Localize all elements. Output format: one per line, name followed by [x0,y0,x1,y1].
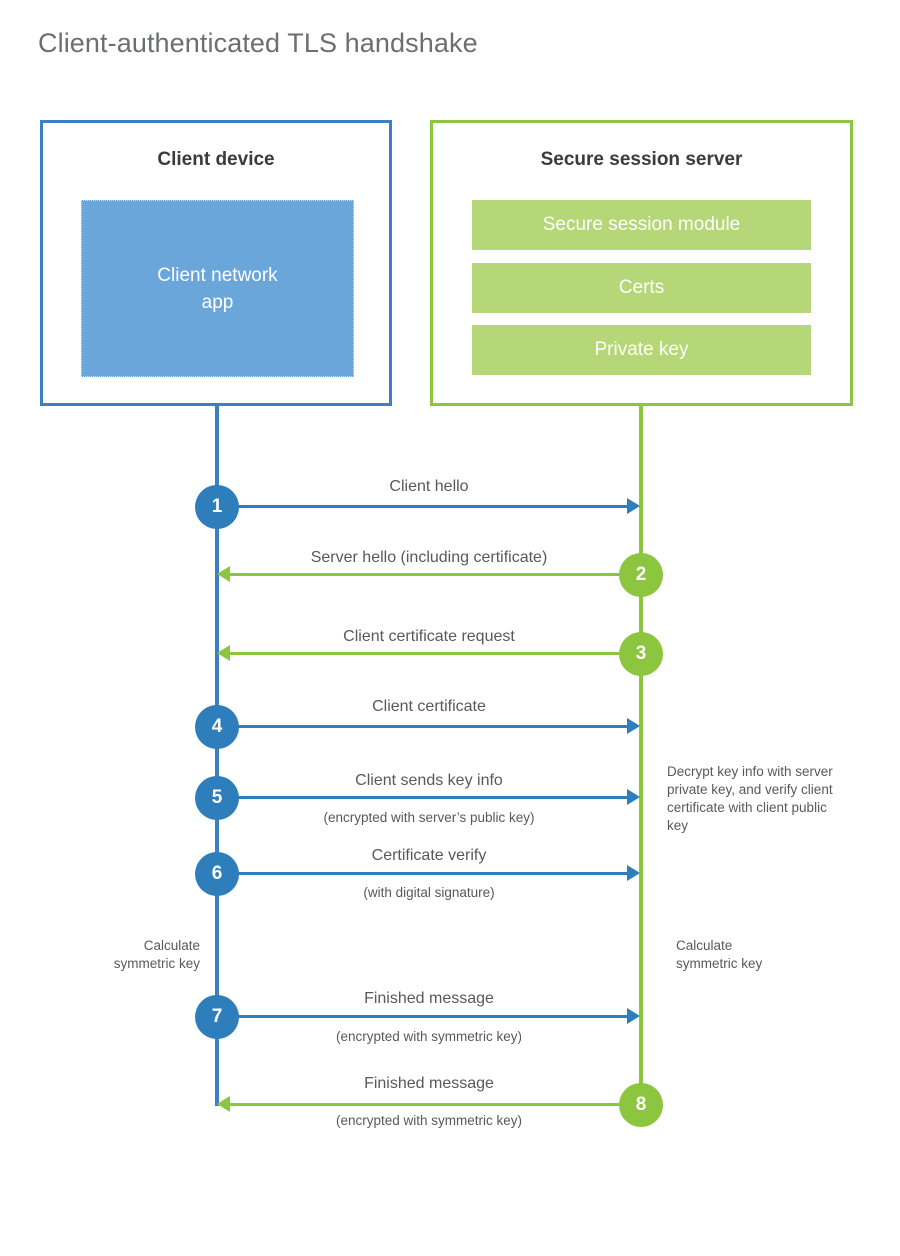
server-calculate-symmetric-key-annotation: Calculate symmetric key [676,937,836,973]
step-circle-4: 4 [195,705,239,749]
arrow-head-right-icon [627,498,640,514]
message-arrow-7 [217,1015,627,1018]
step-circle-6: 6 [195,852,239,896]
step-circle-2: 2 [619,553,663,597]
message-arrow-4 [217,725,627,728]
step-circle-8: 8 [619,1083,663,1127]
server-component-private-key: Private key [472,325,811,375]
message-label-5: Client sends key info [355,772,503,789]
client-device-box: Client device Client network app [40,120,392,406]
server-calculate-line2: symmetric key [676,956,763,971]
message-label-3: Client certificate request [343,628,515,645]
client-network-app-block: Client network app [81,200,354,377]
page-title: Client-authenticated TLS handshake [38,28,478,58]
client-network-app-label: Client network app [157,262,277,316]
client-device-title: Client device [157,149,275,170]
step-circle-5: 5 [195,776,239,820]
client-calculate-line2: symmetric key [113,956,200,971]
arrow-head-right-icon [627,1008,640,1024]
arrow-head-right-icon [627,865,640,881]
message-sublabel-7: (encrypted with symmetric key) [335,1029,523,1044]
message-arrow-2 [230,573,641,576]
arrow-head-right-icon [627,789,640,805]
arrow-head-left-icon [217,1096,230,1112]
server-component-secure-session-module: Secure session module [472,200,811,250]
step-circle-7: 7 [195,995,239,1039]
message-label-2: Server hello (including certificate) [310,549,548,566]
arrow-head-right-icon [627,718,640,734]
arrow-head-left-icon [217,645,230,661]
client-lifeline [215,406,219,1106]
message-sublabel-5: (encrypted with server’s public key) [323,810,535,825]
client-calculate-line1: Calculate [143,938,200,953]
message-arrow-3 [230,652,641,655]
server-decrypt-annotation: Decrypt key info with server private key… [667,764,833,833]
secure-session-server-box: Secure session server Secure session mod… [430,120,853,406]
client-app-label-line1: Client network [157,264,278,286]
server-component-certs: Certs [472,263,811,313]
step-circle-3: 3 [619,632,663,676]
message-label-1: Client hello [389,478,469,495]
client-app-label-line2: app [201,291,234,313]
message-arrow-1 [217,505,627,508]
message-sublabel-6: (with digital signature) [363,885,495,900]
step-circle-1: 1 [195,485,239,529]
message-label-8: Finished message [364,1075,494,1092]
message-arrow-5 [217,796,627,799]
server-calculate-line1: Calculate [676,938,733,953]
message-sublabel-8: (encrypted with symmetric key) [335,1113,523,1128]
secure-session-server-title: Secure session server [540,149,743,170]
message-label-4: Client certificate [372,698,486,715]
server-lifeline [639,406,643,1106]
message-label-7: Finished message [364,990,494,1007]
message-label-6: Certificate verify [371,847,487,864]
client-calculate-symmetric-key-annotation: Calculate symmetric key [60,937,200,973]
arrow-head-left-icon [217,566,230,582]
message-arrow-8 [230,1103,641,1106]
message-arrow-6 [217,872,627,875]
